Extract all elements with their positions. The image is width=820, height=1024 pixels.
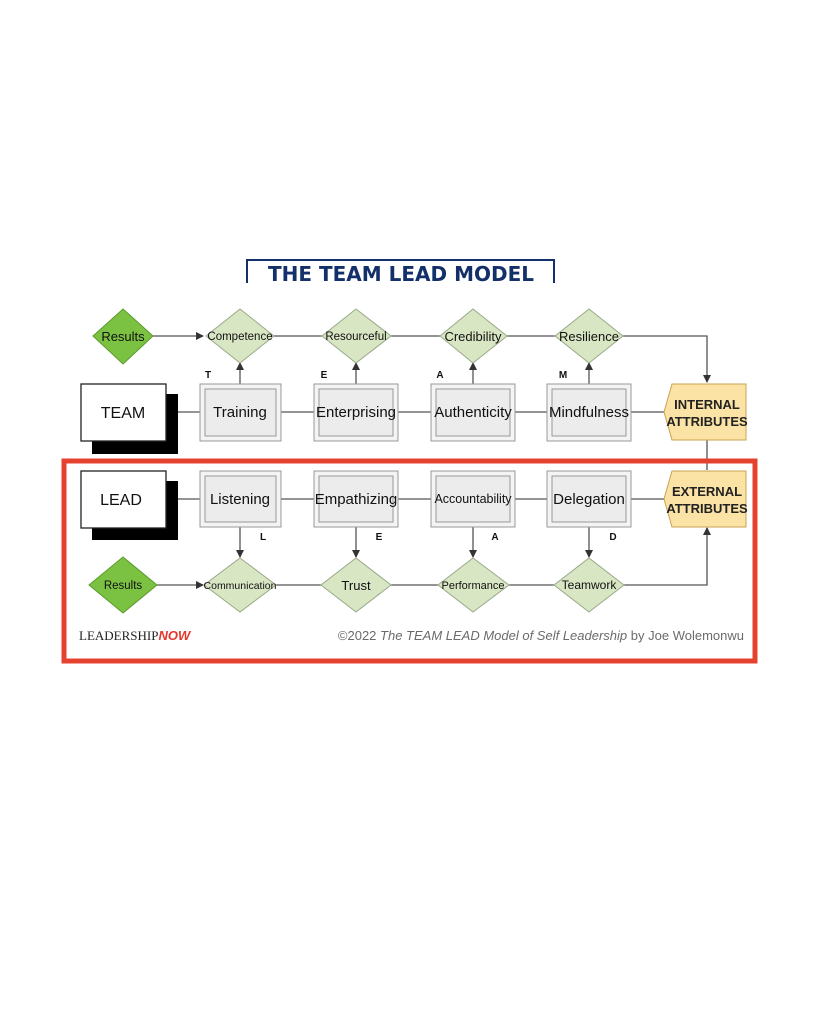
lead-box: LEAD xyxy=(80,470,178,540)
top-diamond-resilience: Resilience xyxy=(554,308,624,364)
diamond-label: Trust xyxy=(341,578,371,593)
letter-d: D xyxy=(609,532,616,543)
top-results: Results xyxy=(92,308,154,365)
letter-a: A xyxy=(436,370,443,381)
diamond-label: Teamwork xyxy=(562,578,618,592)
box-label: Empathizing xyxy=(315,491,398,508)
diamond-label: Communication xyxy=(204,580,277,592)
highlight-frame xyxy=(61,458,758,664)
box-enterprising: Enterprising xyxy=(313,383,399,442)
letter-t: T xyxy=(205,370,211,381)
external-line1: EXTERNAL xyxy=(672,484,742,499)
letter-e: E xyxy=(376,532,383,543)
title-block: THE TEAM LEAD MODEL xyxy=(246,259,555,286)
diamond-label: Performance xyxy=(442,580,505,592)
bottom-diamond-trust: Trust xyxy=(320,557,392,613)
diagram-title: THE TEAM LEAD MODEL xyxy=(268,262,534,286)
box-listening: Listening xyxy=(199,470,282,528)
internal-attributes-badge: INTERNAL ATTRIBUTES xyxy=(663,383,748,441)
results-label-top: Results xyxy=(101,329,145,344)
bottom-diamond-teamwork: Teamwork xyxy=(553,557,625,613)
box-label: Training xyxy=(213,404,267,421)
box-label: Delegation xyxy=(553,491,625,508)
results-label-bottom: Results xyxy=(104,580,143,592)
box-mindfulness: Mindfulness xyxy=(546,383,632,442)
internal-line2: ATTRIBUTES xyxy=(666,414,748,429)
box-label: Listening xyxy=(210,491,270,508)
lead-label: LEAD xyxy=(100,492,142,509)
bottom-diamond-performance: Performance xyxy=(437,557,510,613)
box-training: Training xyxy=(199,383,282,442)
letter-e: E xyxy=(321,370,328,381)
copyright-line: ©2022 The TEAM LEAD Model of Self Leader… xyxy=(338,628,744,643)
internal-line1: INTERNAL xyxy=(674,397,740,412)
diamond-label: Resourceful xyxy=(325,331,386,343)
bottom-results: Results xyxy=(88,556,158,614)
box-label: Authenticity xyxy=(434,404,512,421)
team-label: TEAM xyxy=(101,405,145,422)
top-diamond-resourceful: Resourceful xyxy=(321,308,392,364)
letter-a: A xyxy=(491,532,498,543)
letter-l: L xyxy=(260,532,266,543)
diamond-label: Resilience xyxy=(559,329,619,344)
box-label: Accountability xyxy=(434,492,512,506)
box-label: Mindfulness xyxy=(549,404,629,421)
external-line2: ATTRIBUTES xyxy=(666,501,748,516)
leadershipnow-logo: LEADERSHIPNOW xyxy=(79,628,192,643)
team-box: TEAM xyxy=(80,383,178,454)
box-empathizing: Empathizing xyxy=(313,470,399,528)
letter-m: M xyxy=(559,370,567,381)
diamond-label: Credibility xyxy=(444,329,502,344)
box-accountability: Accountability xyxy=(430,470,516,528)
external-attributes-badge: EXTERNAL ATTRIBUTES xyxy=(663,470,748,528)
bottom-diamond-communication: Communication xyxy=(203,557,277,613)
top-row-connectors xyxy=(153,332,711,470)
box-delegation: Delegation xyxy=(546,470,632,528)
top-diamond-competence: Competence xyxy=(205,308,275,364)
top-diamond-credibility: Credibility xyxy=(439,308,508,364)
box-authenticity: Authenticity xyxy=(430,383,516,442)
diamond-label: Competence xyxy=(207,331,272,343)
bottom-row-connectors xyxy=(157,498,711,589)
box-label: Enterprising xyxy=(316,404,396,421)
footer: LEADERSHIPNOW ©2022 The TEAM LEAD Model … xyxy=(79,628,744,643)
